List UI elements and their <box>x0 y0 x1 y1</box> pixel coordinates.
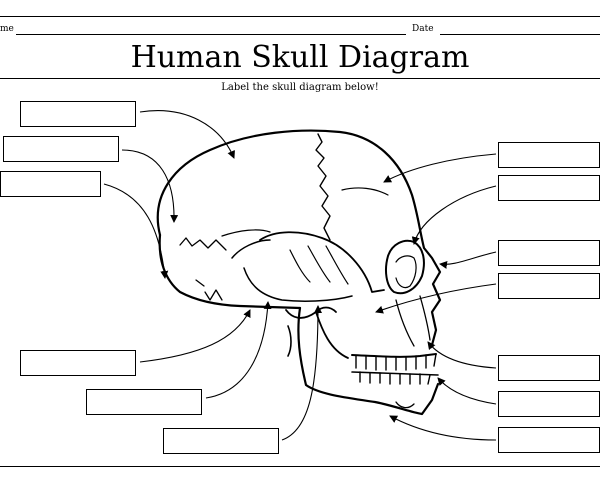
arrow-right-2 <box>411 185 497 245</box>
arrow-right-7 <box>389 415 497 441</box>
header-row: me Date <box>0 22 600 38</box>
lambdoid-suture <box>195 279 223 301</box>
instructions: Label the skull diagram below! <box>221 82 379 93</box>
name-label: me <box>0 24 14 34</box>
nasal-detail <box>395 295 431 347</box>
mastoid-process <box>287 325 292 357</box>
coronoid-process <box>285 306 337 319</box>
squamosal-suture <box>179 237 227 251</box>
frontal-contour <box>221 187 389 237</box>
bottom-border <box>0 466 600 467</box>
label-box-right-7[interactable] <box>498 427 600 453</box>
label-box-right-2[interactable] <box>498 175 600 201</box>
arrow-right-6 <box>437 377 497 405</box>
arrow-right-1 <box>383 153 497 183</box>
orbit-inner <box>395 255 417 289</box>
date-label: Date <box>412 24 434 34</box>
arrow-right-3 <box>439 251 497 269</box>
label-box-right-5[interactable] <box>498 355 600 381</box>
cranium-outline <box>156 129 442 347</box>
arrow-left-2 <box>121 149 179 223</box>
label-box-left-1[interactable] <box>20 101 136 127</box>
label-box-left-5[interactable] <box>86 389 202 415</box>
label-box-right-6[interactable] <box>498 391 600 417</box>
name-line[interactable] <box>16 34 406 35</box>
upper-teeth <box>355 353 437 371</box>
arrow-left-5 <box>205 301 272 399</box>
occipital-outline <box>158 233 302 310</box>
title-divider <box>0 78 600 79</box>
label-box-left-6[interactable] <box>163 428 279 454</box>
top-border <box>0 16 600 17</box>
label-box-left-3[interactable] <box>0 171 101 197</box>
page-title: Human Skull Diagram <box>130 40 470 75</box>
arrow-right-4 <box>375 283 497 314</box>
arrow-left-3 <box>103 183 169 279</box>
mandible-outline <box>297 306 440 416</box>
chin-detail <box>395 401 415 409</box>
arrow-right-5 <box>427 341 497 369</box>
temporal-region <box>231 239 353 302</box>
mandible-ramus <box>315 311 349 359</box>
zygomatic-arch <box>259 231 385 293</box>
arrow-left-1 <box>139 110 235 159</box>
label-box-left-2[interactable] <box>3 136 119 162</box>
temporal-ridges <box>289 245 349 285</box>
lower-teeth-line <box>351 371 439 376</box>
maxilla-outline <box>351 353 437 358</box>
arrow-left-6 <box>281 305 322 441</box>
date-line[interactable] <box>440 34 600 35</box>
lower-teeth <box>359 371 431 385</box>
label-box-right-3[interactable] <box>498 240 600 266</box>
label-box-right-1[interactable] <box>498 142 600 168</box>
coronal-suture <box>315 133 331 241</box>
label-box-right-4[interactable] <box>498 273 600 299</box>
arrow-left-4 <box>139 309 251 363</box>
orbit-outline <box>385 239 425 295</box>
label-box-left-4[interactable] <box>20 350 136 376</box>
